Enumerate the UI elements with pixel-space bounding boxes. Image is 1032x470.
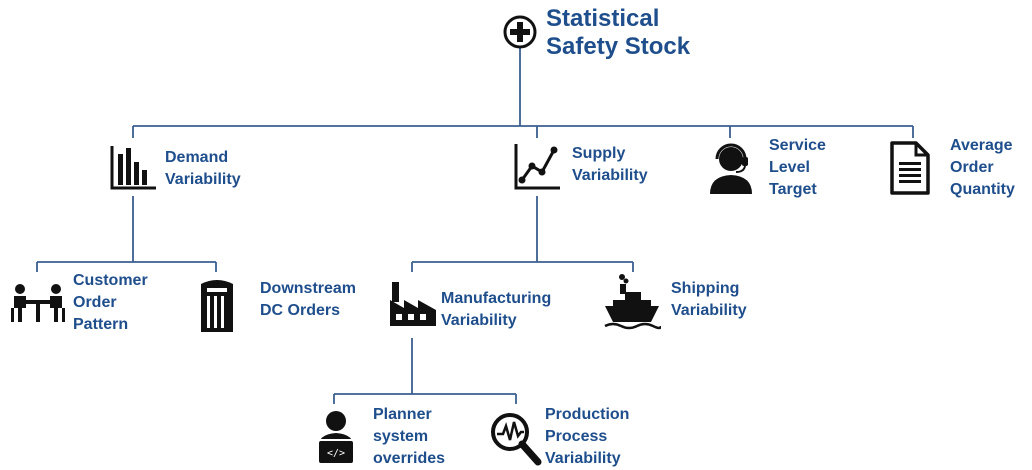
supply-variability-label: Supply Variability <box>572 145 648 184</box>
customer-order-pattern-label: Customer Order Pattern <box>73 272 148 333</box>
meeting-table-icon <box>11 284 65 322</box>
average-order-quantity-label: Average Order Quantity <box>950 137 1015 198</box>
svg-text:</>: </> <box>327 448 345 459</box>
production-process-variability-label: Production Process Variability <box>545 406 630 467</box>
programmer-icon: </> <box>317 411 355 465</box>
factory-icon <box>390 282 436 326</box>
root-label: Statistical Safety Stock <box>546 5 691 60</box>
plus-circle-icon <box>503 15 537 49</box>
demand-variability-label: Demand Variability <box>165 149 241 188</box>
bar-chart-icon <box>110 146 156 190</box>
service-level-target-label: Service Level Target <box>769 137 826 198</box>
planner-system-overrides-label: Planner system overrides <box>373 406 446 467</box>
magnifier-waveform-icon <box>491 413 542 466</box>
line-chart-icon <box>514 144 560 190</box>
ship-icon <box>604 274 661 330</box>
headset-person-icon <box>710 143 752 194</box>
warehouse-icon <box>201 280 233 332</box>
downstream-dc-orders-label: Downstream DC Orders <box>260 280 357 319</box>
document-icon <box>890 141 930 195</box>
manufacturing-variability-label: Manufacturing Variability <box>441 290 552 329</box>
shipping-variability-label: Shipping Variability <box>671 280 747 319</box>
